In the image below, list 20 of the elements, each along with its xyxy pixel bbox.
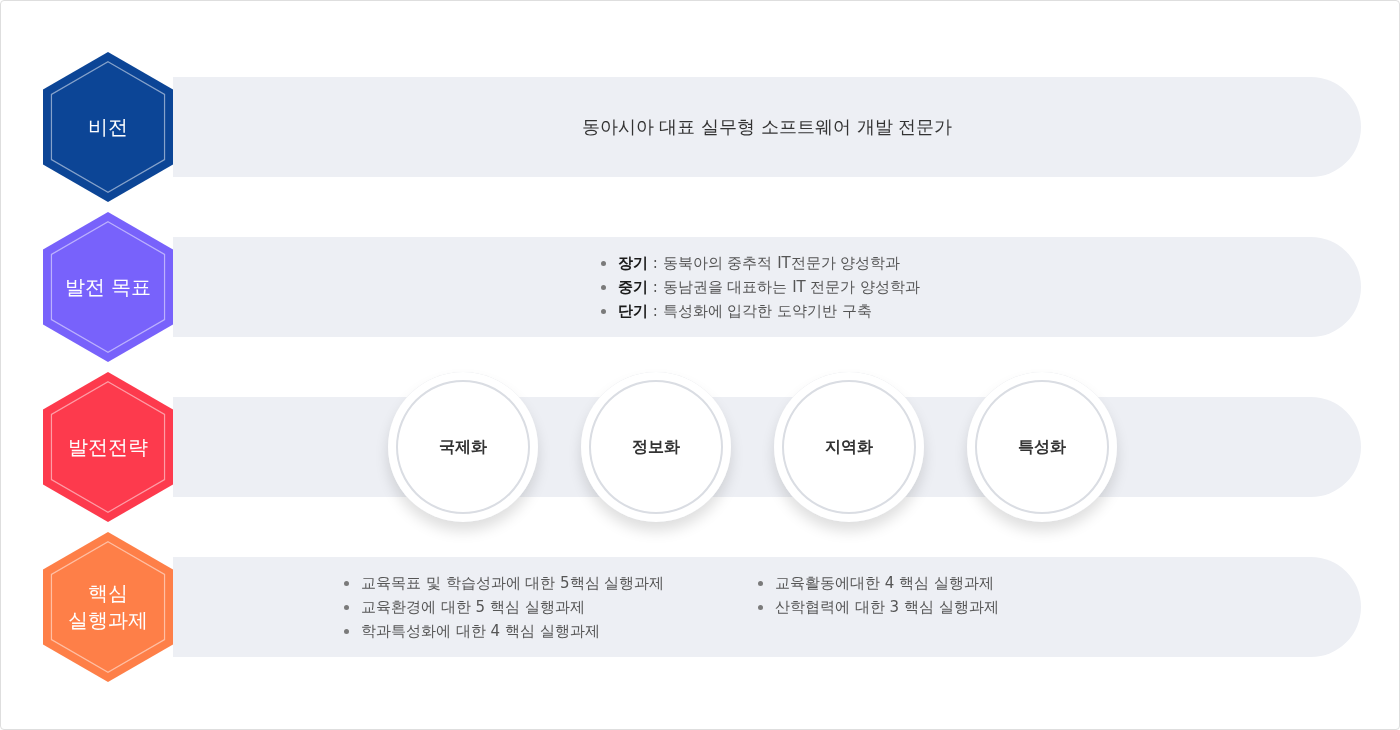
list-item: 중기 : 동남권을 대표하는 IT 전문가 양성학과 (618, 277, 921, 298)
circle-badge: 특성화 (967, 372, 1117, 522)
band-text: 동아시아 대표 실무형 소프트웨어 개발 전문가 (581, 115, 953, 139)
list-item: 교육목표 및 학습성과에 대한 5핵심 실행과제 (361, 573, 665, 594)
list-item: 교육활동에대한 4 핵심 실행과제 (775, 573, 994, 594)
rounded-band (173, 77, 1361, 177)
circle-badge: 지역화 (774, 372, 924, 522)
circle-badge: 정보화 (581, 372, 731, 522)
list-item: 장기 : 동북아의 중추적 IT전문가 양성학과 (618, 253, 901, 274)
hexagon: 발전 목표 (43, 212, 173, 362)
circle-badge: 국제화 (388, 372, 538, 522)
hexagon: 핵심 실행과제 (43, 532, 173, 682)
rounded-band (173, 237, 1361, 337)
rounded-band (173, 557, 1361, 657)
hexagon: 비전 (43, 52, 173, 202)
list-item: 산학협력에 대한 3 핵심 실행과제 (775, 597, 999, 618)
list-item: 교육환경에 대한 5 핵심 실행과제 (361, 597, 585, 618)
hexagon: 발전전략 (43, 372, 173, 522)
list-item: 단기 : 특성화에 입각한 도약기반 구축 (618, 301, 872, 322)
list-item: 학과특성화에 대한 4 핵심 실행과제 (361, 621, 600, 642)
